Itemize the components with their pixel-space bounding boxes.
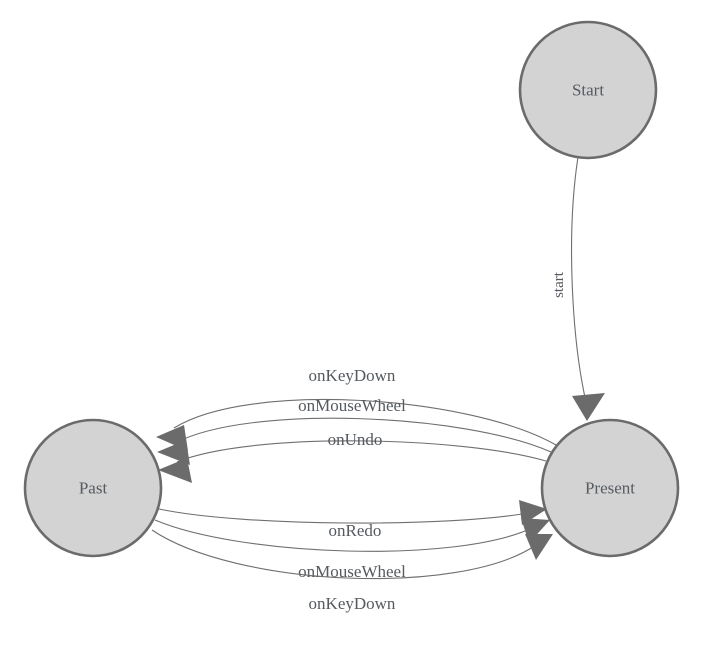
edge-past-to-present-onkeydown-path <box>151 529 537 580</box>
node-present[interactable]: Present <box>540 418 680 558</box>
node-past[interactable]: Past <box>23 418 163 558</box>
edge-past-to-present-onredo-label: onRedo <box>329 521 382 540</box>
edge-start-to-present-label: start <box>551 271 567 298</box>
node-start-label: Start <box>572 81 604 100</box>
edge-past-to-present-onmousewheel-path <box>154 519 533 552</box>
edge-present-to-past-onundo-label: onUndo <box>328 430 383 449</box>
node-present-label: Present <box>585 479 635 498</box>
edge-present-to-past-onmousewheel-path <box>174 417 552 453</box>
edge-present-to-past-onkeydown-label: onKeyDown <box>309 366 396 385</box>
edge-past-to-present-onredo[interactable]: onRedo <box>158 500 547 540</box>
node-past-circle <box>23 418 163 558</box>
edge-start-to-present-arrowhead <box>572 393 605 421</box>
node-start[interactable]: Start <box>518 20 658 160</box>
edge-past-to-present-onredo-path <box>158 508 529 524</box>
edge-start-to-present-path <box>571 156 587 403</box>
edge-past-to-present-onkeydown-arrowhead <box>525 534 553 560</box>
edge-past-to-present-onkeydown[interactable]: onKeyDown <box>151 529 553 613</box>
edge-present-to-past-onmousewheel-label: onMouseWheel <box>298 396 406 415</box>
edge-present-to-past-onundo-arrowhead <box>158 458 192 483</box>
node-past-label: Past <box>79 479 108 498</box>
node-start-circle <box>518 20 658 160</box>
edge-present-to-past-onmousewheel[interactable]: onMouseWheel <box>157 396 552 465</box>
edge-present-to-past-onundo-path <box>176 440 547 463</box>
edge-present-to-past-onmousewheel-arrowhead <box>157 440 190 465</box>
edge-present-to-past-onundo[interactable]: onUndo <box>158 430 547 483</box>
edge-present-to-past-onkeydown-path <box>173 398 557 446</box>
node-present-circle <box>540 418 680 558</box>
edge-past-to-present-onkeydown-label: onKeyDown <box>309 594 396 613</box>
edge-start-to-present[interactable]: start <box>551 156 605 421</box>
